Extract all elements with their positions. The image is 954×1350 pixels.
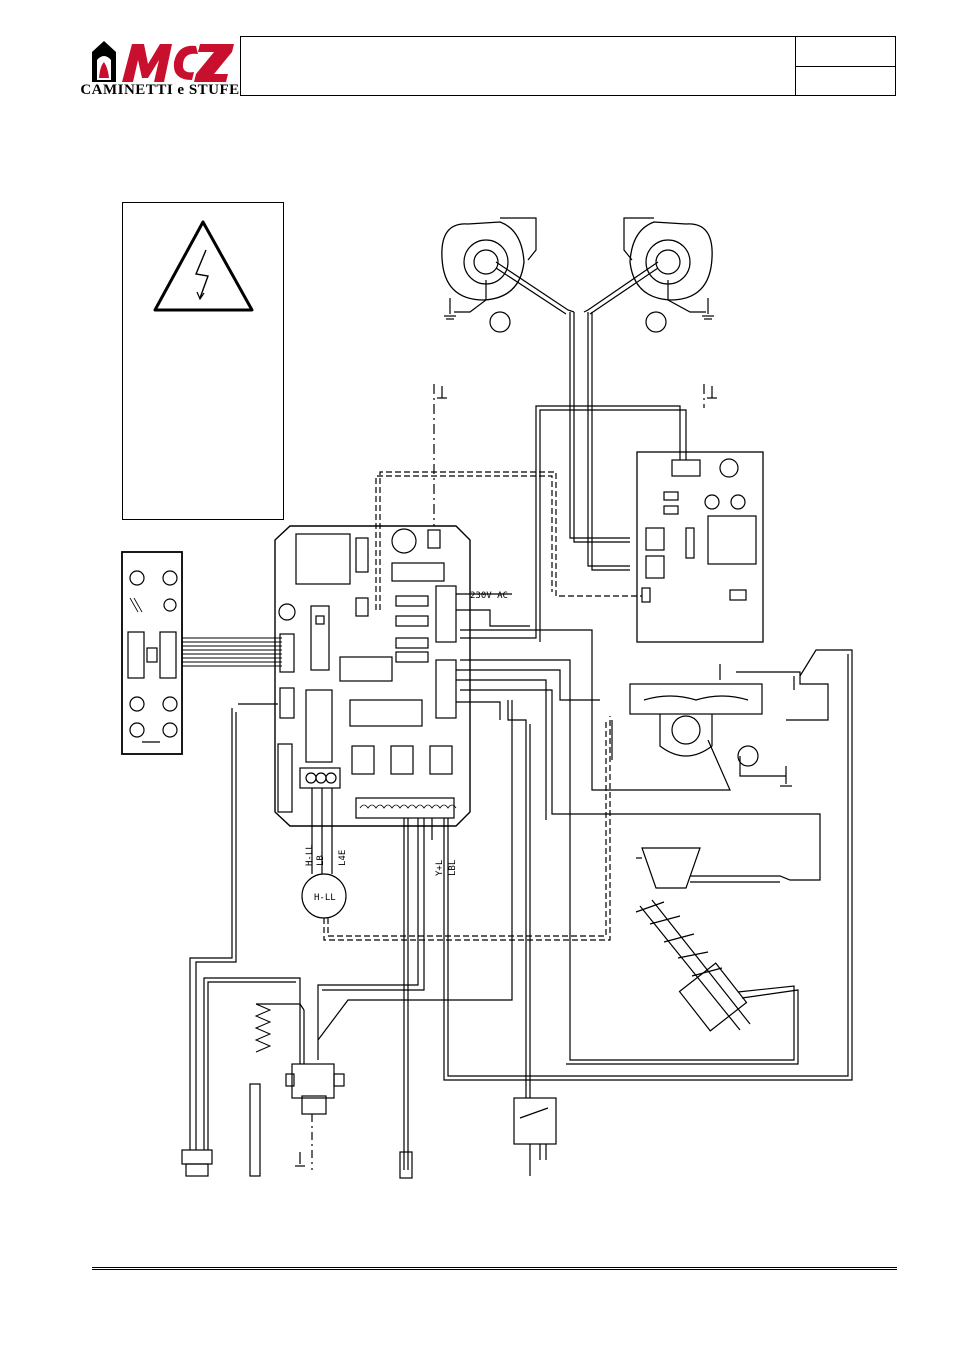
terminal-wire-label-2: LBL: [448, 860, 458, 876]
motor-label: H-LL: [314, 893, 336, 903]
connector-label: 230V AC: [470, 591, 508, 601]
terminal-wire-label-1: Y+L: [435, 860, 445, 876]
feeder-screw: [460, 659, 799, 1065]
mcz-logo-mark: [92, 41, 234, 82]
motor: [301, 716, 611, 941]
fan-wires: [569, 312, 630, 571]
exhaust-fan: [460, 629, 829, 791]
serial-connector: [181, 703, 301, 1177]
ground-symbols: [433, 384, 717, 526]
main-control-board: [274, 525, 471, 827]
right-fan: [583, 217, 714, 333]
terminal-wires: [317, 649, 853, 1179]
auger-motor: [460, 689, 821, 889]
warning-panel: [122, 202, 284, 520]
motor-wire-label-2: LB: [316, 855, 326, 866]
motor-wire-label-1: H-LL: [305, 844, 315, 866]
brand-subtitle: CAMINETTI e STUFE: [80, 82, 240, 98]
mcz-logo: [88, 38, 238, 100]
motor-wire-label-3: L4E: [338, 850, 348, 866]
header-page-divider: [795, 66, 896, 67]
solenoid-valve: [285, 700, 513, 1170]
left-fan: [441, 217, 575, 333]
footer-rule: [92, 1267, 897, 1270]
secondary-board: [636, 451, 764, 643]
high-voltage-warning-icon: [153, 220, 254, 312]
ribbon-cable: [182, 637, 282, 667]
temperature-sensor: [249, 1003, 305, 1177]
control-panel: [121, 551, 183, 755]
power-plug: [507, 700, 557, 1176]
